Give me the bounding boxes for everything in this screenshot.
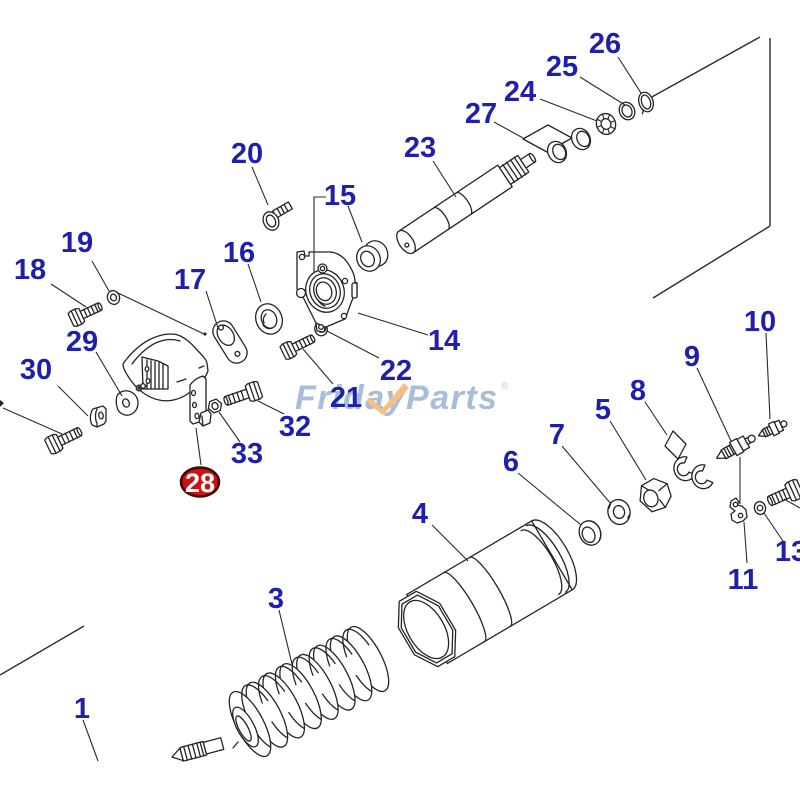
svg-text:5: 5: [595, 394, 611, 426]
svg-text:20: 20: [231, 138, 263, 170]
svg-text:30: 30: [20, 354, 52, 386]
svg-text:®: ®: [501, 381, 509, 392]
svg-text:32: 32: [279, 411, 311, 443]
svg-text:15: 15: [324, 180, 356, 212]
svg-text:28: 28: [185, 468, 215, 498]
svg-text:23: 23: [404, 132, 436, 164]
svg-text:21: 21: [330, 382, 362, 414]
svg-text:26: 26: [589, 28, 621, 60]
svg-text:8: 8: [630, 375, 646, 407]
svg-text:1: 1: [74, 693, 90, 725]
svg-text:13: 13: [775, 536, 800, 568]
svg-text:24: 24: [504, 76, 536, 108]
svg-text:18: 18: [14, 254, 46, 286]
svg-text:9: 9: [684, 341, 700, 373]
svg-text:4: 4: [412, 498, 428, 530]
svg-text:33: 33: [231, 438, 263, 470]
svg-text:16: 16: [223, 237, 255, 269]
svg-text:3: 3: [268, 583, 284, 615]
svg-text:19: 19: [61, 227, 93, 259]
svg-text:11: 11: [728, 564, 759, 596]
svg-text:14: 14: [428, 325, 460, 357]
svg-text:10: 10: [744, 306, 776, 338]
svg-text:22: 22: [380, 355, 412, 387]
svg-text:7: 7: [549, 419, 565, 451]
svg-text:29: 29: [66, 326, 98, 358]
svg-text:27: 27: [465, 98, 497, 130]
svg-text:6: 6: [503, 446, 519, 478]
svg-text:25: 25: [546, 51, 578, 83]
svg-text:17: 17: [174, 264, 206, 296]
